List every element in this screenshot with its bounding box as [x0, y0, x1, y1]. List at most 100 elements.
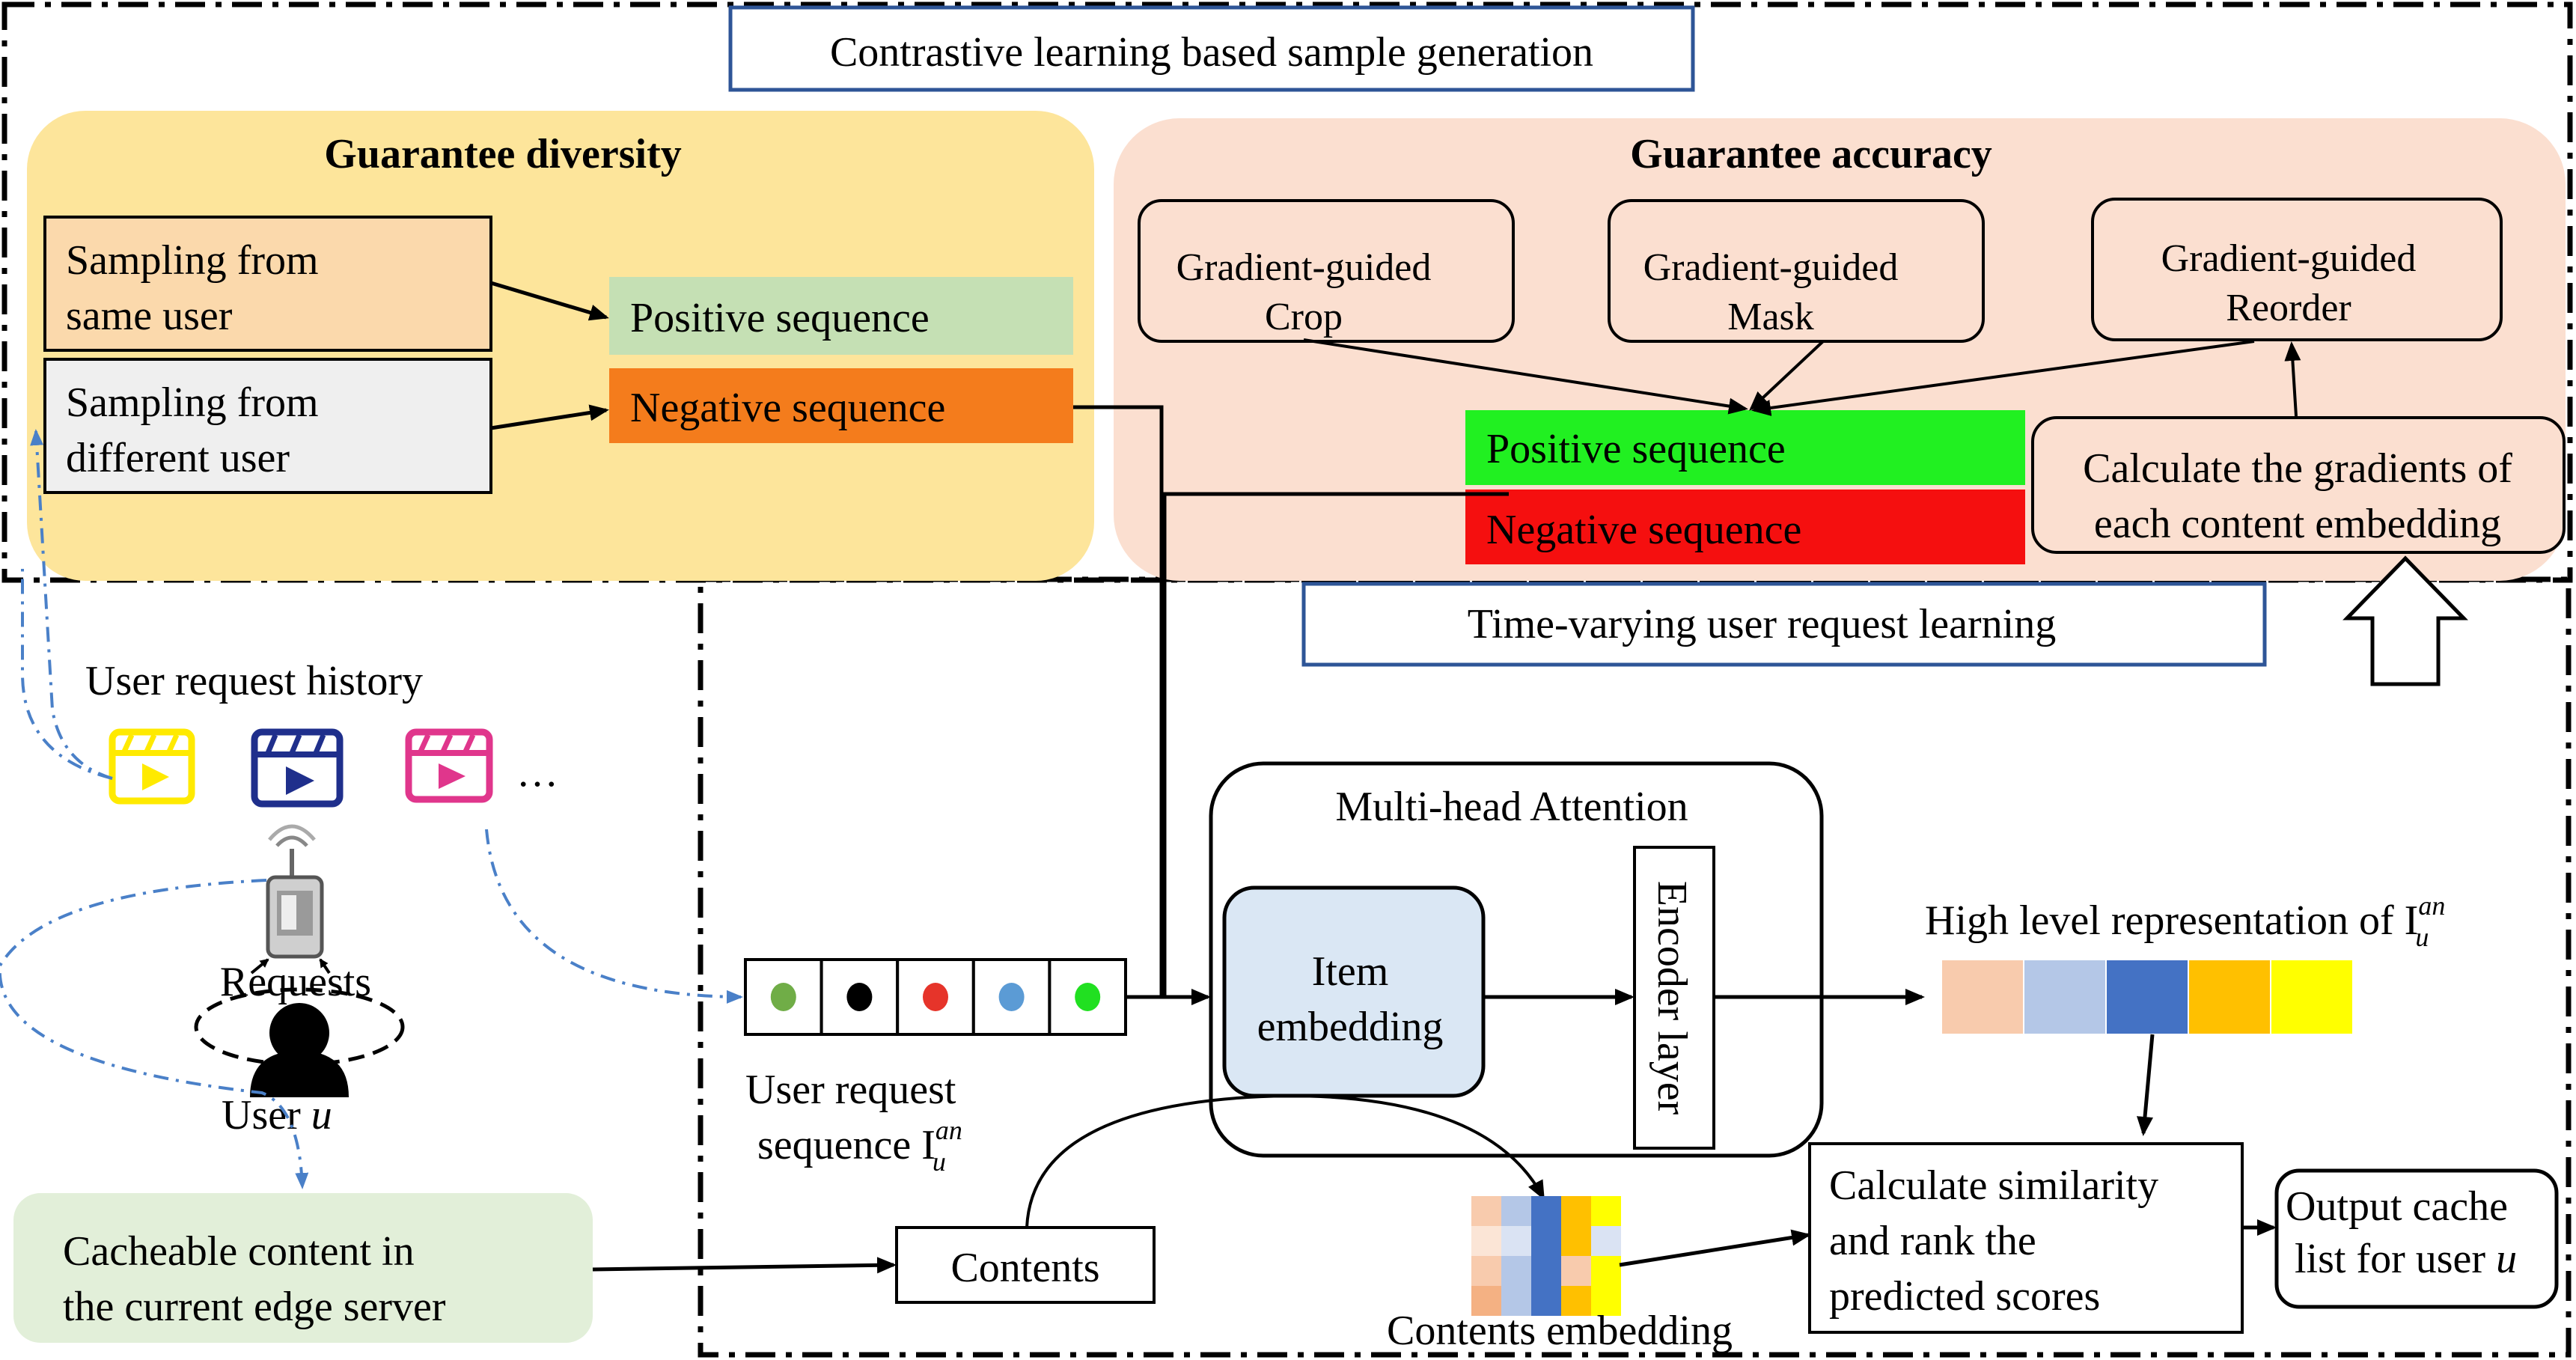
- output-cache-var: u: [2496, 1236, 2517, 1282]
- sequence-label-text: sequence I: [757, 1122, 936, 1168]
- gradient-reorder-line1: Gradient-guided: [2161, 237, 2417, 280]
- contents-embedding-cell: [1501, 1256, 1531, 1286]
- contents-to-embedding-arrow: [1025, 1094, 1545, 1228]
- calculate-gradients-box: [2031, 416, 2566, 554]
- requests-label: Requests: [220, 959, 371, 1005]
- cacheable-content-line2: the current edge server: [63, 1284, 446, 1330]
- user-label-text: User: [222, 1092, 311, 1138]
- contents-embedding-cell: [1501, 1226, 1531, 1256]
- contents-embedding-label: Contents embedding: [1387, 1308, 1733, 1354]
- calculate-gradients-line1: Calculate the gradients of: [2083, 445, 2512, 492]
- top-section-title-box: [728, 5, 1695, 92]
- video-icon-pink: [405, 728, 493, 803]
- gradient-mask-line2: Mask: [1727, 296, 1814, 338]
- encoder-layer-label: Encoder layer: [1649, 881, 1695, 1115]
- sampling-diff-user-line1: Sampling from: [66, 379, 319, 426]
- user-request-history-label: User request history: [85, 658, 423, 704]
- history-ellipsis: …: [516, 749, 558, 796]
- accuracy-negative-sequence: [1465, 490, 2025, 564]
- gradient-mask-line1: Gradient-guided: [1643, 246, 1899, 289]
- bottom-section-title: Time-varying user request learning: [1468, 601, 2056, 647]
- user-request-sequence: [744, 958, 1128, 1036]
- sampling-same-user-line1: Sampling from: [66, 237, 319, 284]
- sequence-dot: [846, 983, 873, 1011]
- sampling-same-user-line2: same user: [66, 293, 233, 339]
- high-level-cell: [2270, 959, 2354, 1035]
- contents-embedding-cell: [1591, 1196, 1621, 1226]
- item-embedding-line1: Item: [1312, 948, 1389, 995]
- contents-embedding-cell: [1561, 1256, 1591, 1286]
- similarity-line2: and rank the: [1829, 1218, 2036, 1264]
- sequence-dot: [770, 983, 796, 1011]
- diversity-negative-sequence: [609, 368, 1073, 443]
- encoder-layer-box: [1633, 846, 1715, 1150]
- user-label: User u: [222, 1092, 332, 1138]
- hollow-up-arrow: [2342, 555, 2468, 686]
- high-level-cell: [2023, 959, 2107, 1035]
- high-level-sup: an: [2418, 891, 2445, 921]
- contents-embedding-cell: [1471, 1196, 1501, 1226]
- contents-embedding-cell: [1531, 1196, 1561, 1226]
- item-embedding-box: [1222, 885, 1486, 1098]
- high-level-representation: [1941, 959, 2354, 1035]
- contents-box: [895, 1226, 1156, 1304]
- cacheable-content-box: [13, 1193, 593, 1343]
- accuracy-positive-label: Positive sequence: [1486, 426, 1786, 472]
- item-embedding-line2: embedding: [1257, 1004, 1444, 1050]
- history-to-sequence-dashed-arrow: [485, 829, 743, 1004]
- contents-embedding-cell: [1561, 1226, 1591, 1256]
- high-level-label-text: High level representation of I: [1925, 897, 2418, 944]
- contents-embedding-cell: [1531, 1286, 1561, 1316]
- top-section-title: Contrastive learning based sample genera…: [830, 29, 1593, 76]
- accuracy-sequence-to-sequence-connector: [1162, 492, 1509, 995]
- sequence-dot: [923, 983, 948, 1011]
- router-to-cacheable-dashed-arrow: [0, 879, 309, 1189]
- requests-arrow-2: [319, 958, 331, 975]
- contents-embedding-cell: [1561, 1196, 1591, 1226]
- contents-embedding-cell: [1501, 1196, 1531, 1226]
- calculate-gradients-line2: each content embedding: [2094, 501, 2501, 547]
- diff-user-to-negative-arrow: [490, 404, 609, 430]
- diversity-positive-label: Positive sequence: [630, 295, 930, 341]
- output-cache-line2: list for user u: [2295, 1236, 2517, 1282]
- similarity-line1: Calculate similarity: [1829, 1162, 2158, 1209]
- bottom-section-title-box: [1301, 582, 2267, 667]
- contents-embedding-cell: [1501, 1286, 1531, 1316]
- high-level-cell: [1941, 959, 2024, 1035]
- multi-head-attention-title: Multi-head Attention: [1335, 784, 1688, 830]
- contents-label: Contents: [950, 1245, 1099, 1291]
- mask-to-sequence-arrow: [1749, 340, 1825, 411]
- contents-embedding-cell: [1591, 1226, 1621, 1256]
- reorder-to-sequence-arrow: [1751, 340, 2255, 416]
- output-cache-box: [2274, 1168, 2559, 1309]
- contents-embedding-cell: [1471, 1226, 1501, 1256]
- gradients-to-reorder-arrow: [2284, 341, 2301, 417]
- output-cache-text: list for user: [2295, 1236, 2496, 1282]
- gradient-reorder-box: [2091, 198, 2503, 341]
- gradient-crop-line2: Crop: [1265, 296, 1343, 338]
- accuracy-positive-sequence: [1465, 410, 2025, 485]
- video-icon-yellow: [109, 728, 195, 805]
- router-icon: [266, 824, 324, 959]
- sampling-diff-user-line2: different user: [66, 435, 290, 481]
- gradient-crop-box: [1138, 199, 1515, 343]
- high-level-cell: [2105, 959, 2189, 1035]
- output-cache-line1: Output cache: [2286, 1183, 2508, 1230]
- sequence-dot: [998, 983, 1025, 1011]
- contents-embedding-cell: [1591, 1256, 1621, 1286]
- history-to-diversity-dashed-arrow: [21, 569, 113, 780]
- sampling-diff-user-box: [43, 358, 492, 494]
- contents-embedding-cell: [1561, 1286, 1591, 1316]
- sequence-dot: [1075, 983, 1101, 1011]
- high-level-cell: [2188, 959, 2271, 1035]
- accuracy-negative-label: Negative sequence: [1486, 507, 1801, 553]
- sequence-label-sup: an: [936, 1115, 962, 1145]
- embedding-to-similarity-arrow: [1619, 1229, 1811, 1267]
- negative-to-sequence-connector: [1073, 405, 1164, 995]
- high-level-to-similarity-arrow: [2137, 1034, 2155, 1136]
- contents-embedding-cell: [1471, 1256, 1501, 1286]
- user-icon: [250, 1003, 349, 1097]
